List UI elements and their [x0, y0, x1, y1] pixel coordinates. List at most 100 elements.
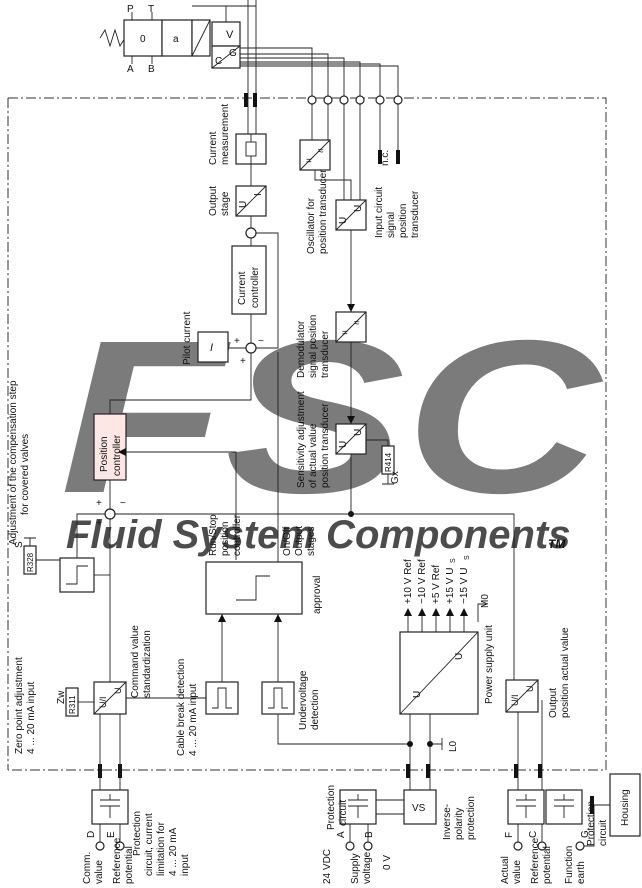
prot-right-1: Protection — [586, 801, 597, 846]
demodulator-label-3: transducer — [320, 330, 331, 378]
output-position-block: U/I U Output position actual value — [505, 627, 571, 718]
valve-position-0: 0 — [140, 34, 146, 45]
pilot-current-block: I Pilot current — [182, 311, 229, 365]
term-g: G — [580, 830, 591, 838]
ref-v-4: +15 V U — [445, 568, 456, 604]
summing-junction-position — [104, 508, 116, 520]
watermark-trademark: TM — [548, 537, 566, 551]
inverse-1: Inverse- — [442, 804, 453, 840]
demodulator-approx: ≈ — [354, 318, 360, 329]
pilot-plus-2: + — [240, 356, 246, 367]
cmd-ui: U/I — [98, 696, 108, 708]
oscillator-label-2: position transducer — [318, 169, 329, 254]
cable-break-label-1: Cable break detection — [176, 659, 187, 756]
valve-port-g: G — [229, 48, 237, 59]
sensitivity-block: U U Sensitivity adjustment of actual val… — [296, 391, 401, 488]
v0-label: 0 V — [382, 855, 393, 870]
demodulator-block: = ≈ Demodulator signal position transduc… — [296, 311, 367, 378]
input-circuit-u2: U — [353, 205, 364, 212]
zero-point-label-2: 4 ... 20 mA input — [26, 682, 37, 754]
command-value-block: U/I U Command value standardization R311… — [14, 625, 153, 754]
cmd-std-label-2: standardization — [142, 630, 153, 698]
pilot-current-label: Pilot current — [182, 311, 193, 365]
position-controller-block: Position controller — [93, 413, 127, 481]
module-boundary — [8, 97, 607, 771]
watermark-brand-letters: FSC — [60, 296, 603, 539]
actual-2: value — [512, 860, 523, 884]
input-circuit-label-3: position — [398, 204, 409, 238]
current-controller-label-2: controller — [250, 266, 261, 308]
valve-position-a: a — [173, 34, 179, 45]
sensitivity-label-3: position transducer — [320, 403, 331, 488]
ref-pot-right-1: Reference — [530, 837, 541, 884]
s-mark-label: S — [14, 541, 25, 548]
summing-junction-current — [245, 227, 257, 239]
oscillator-label-1: Oscillator for — [306, 197, 317, 254]
prot-right-2: circuit — [598, 820, 609, 846]
prot-left-5: input — [180, 854, 191, 876]
outpos-ui: U/I — [510, 694, 520, 706]
input-circuit-label-1: Input circuit — [374, 187, 385, 238]
valve-transducer-v: V — [226, 29, 234, 41]
valve-wiring — [240, 0, 403, 130]
gx-label: Gx — [390, 471, 401, 484]
valve-port-p: P — [127, 4, 134, 15]
term-b: B — [364, 831, 375, 838]
current-controller-block: Current controller — [231, 245, 267, 315]
r311-label: R311 — [68, 695, 77, 714]
undervoltage-label-2: detection — [310, 689, 321, 730]
cmd-std-label-1: Command value — [130, 625, 141, 698]
watermark-logo: FSC Fluid System Components TM — [60, 296, 603, 557]
ref-v-5: −15 V U — [459, 568, 470, 604]
term-c: C — [528, 831, 539, 838]
cable-break-label-2: 4 ... 20 mA input — [188, 684, 199, 756]
sensitivity-label-1: Sensitivity adjustment — [296, 391, 307, 488]
oscillator-approx: ≈ — [318, 146, 324, 157]
valve-port-t: T — [148, 4, 154, 15]
adjust-comp-label-1: Adjustment of the compensation step — [8, 380, 19, 545]
run-stop-label-1: Run/Stop — [208, 514, 219, 556]
psu-label: Power supply unit — [484, 625, 495, 704]
current-measurement-block: Current measurement — [208, 104, 267, 165]
ref-v-2: −10 V Ref — [417, 559, 428, 604]
ref-pot-right-2: potential — [542, 846, 553, 884]
prot-left-1: Protection — [132, 811, 143, 856]
valve-port-b: B — [148, 64, 155, 75]
output-stage-label-2: stage — [220, 191, 231, 216]
zw-label: Zw — [56, 690, 67, 704]
prot-mid-2: circuit — [338, 800, 349, 826]
prot-left-3: limitation for — [156, 821, 167, 876]
output-stage-block: U I Output stage — [208, 185, 267, 217]
inverse-2: polarity — [454, 808, 465, 840]
r328-label: R328 — [26, 552, 35, 572]
not-connected: n.c. — [378, 104, 400, 166]
input-circuit-label-4: transducer — [410, 190, 421, 238]
outpos-label-2: position actual value — [560, 627, 571, 718]
approval-label: approval — [312, 576, 323, 614]
comm-value-2: value — [94, 860, 105, 884]
summing-junction-pilot — [245, 342, 257, 354]
position-controller-label-2: controller — [112, 434, 123, 476]
lo-label: L0 — [448, 740, 459, 752]
frame-connectors — [98, 764, 542, 778]
term-a: A — [336, 831, 347, 838]
pos-plus-2: + — [96, 518, 102, 529]
housing-label: Housing — [620, 789, 631, 826]
current-measurement-label-2: measurement — [220, 104, 231, 165]
input-circuit-label-2: signal — [386, 212, 397, 238]
zero-point-label-1: Zero point adjustment — [14, 657, 25, 754]
demodulator-label-1: Demodulator — [296, 320, 307, 378]
pilot-plus-1: + — [234, 336, 240, 347]
current-measurement-label-1: Current — [208, 131, 219, 165]
psu-u1: U — [412, 691, 423, 698]
term-e: E — [106, 831, 117, 838]
valve-port-a: A — [127, 64, 134, 75]
ref-pot-left-2: potential — [124, 846, 135, 884]
watermark-brand-text: Fluid System Components — [66, 513, 571, 557]
output-stage-label-1: Output — [208, 186, 219, 216]
actual-1: Actual — [500, 856, 511, 884]
vs-label: VS — [412, 803, 426, 814]
term-f: F — [504, 832, 515, 838]
inverse-3: protection — [466, 796, 477, 840]
fearth-1: Function — [564, 846, 575, 884]
